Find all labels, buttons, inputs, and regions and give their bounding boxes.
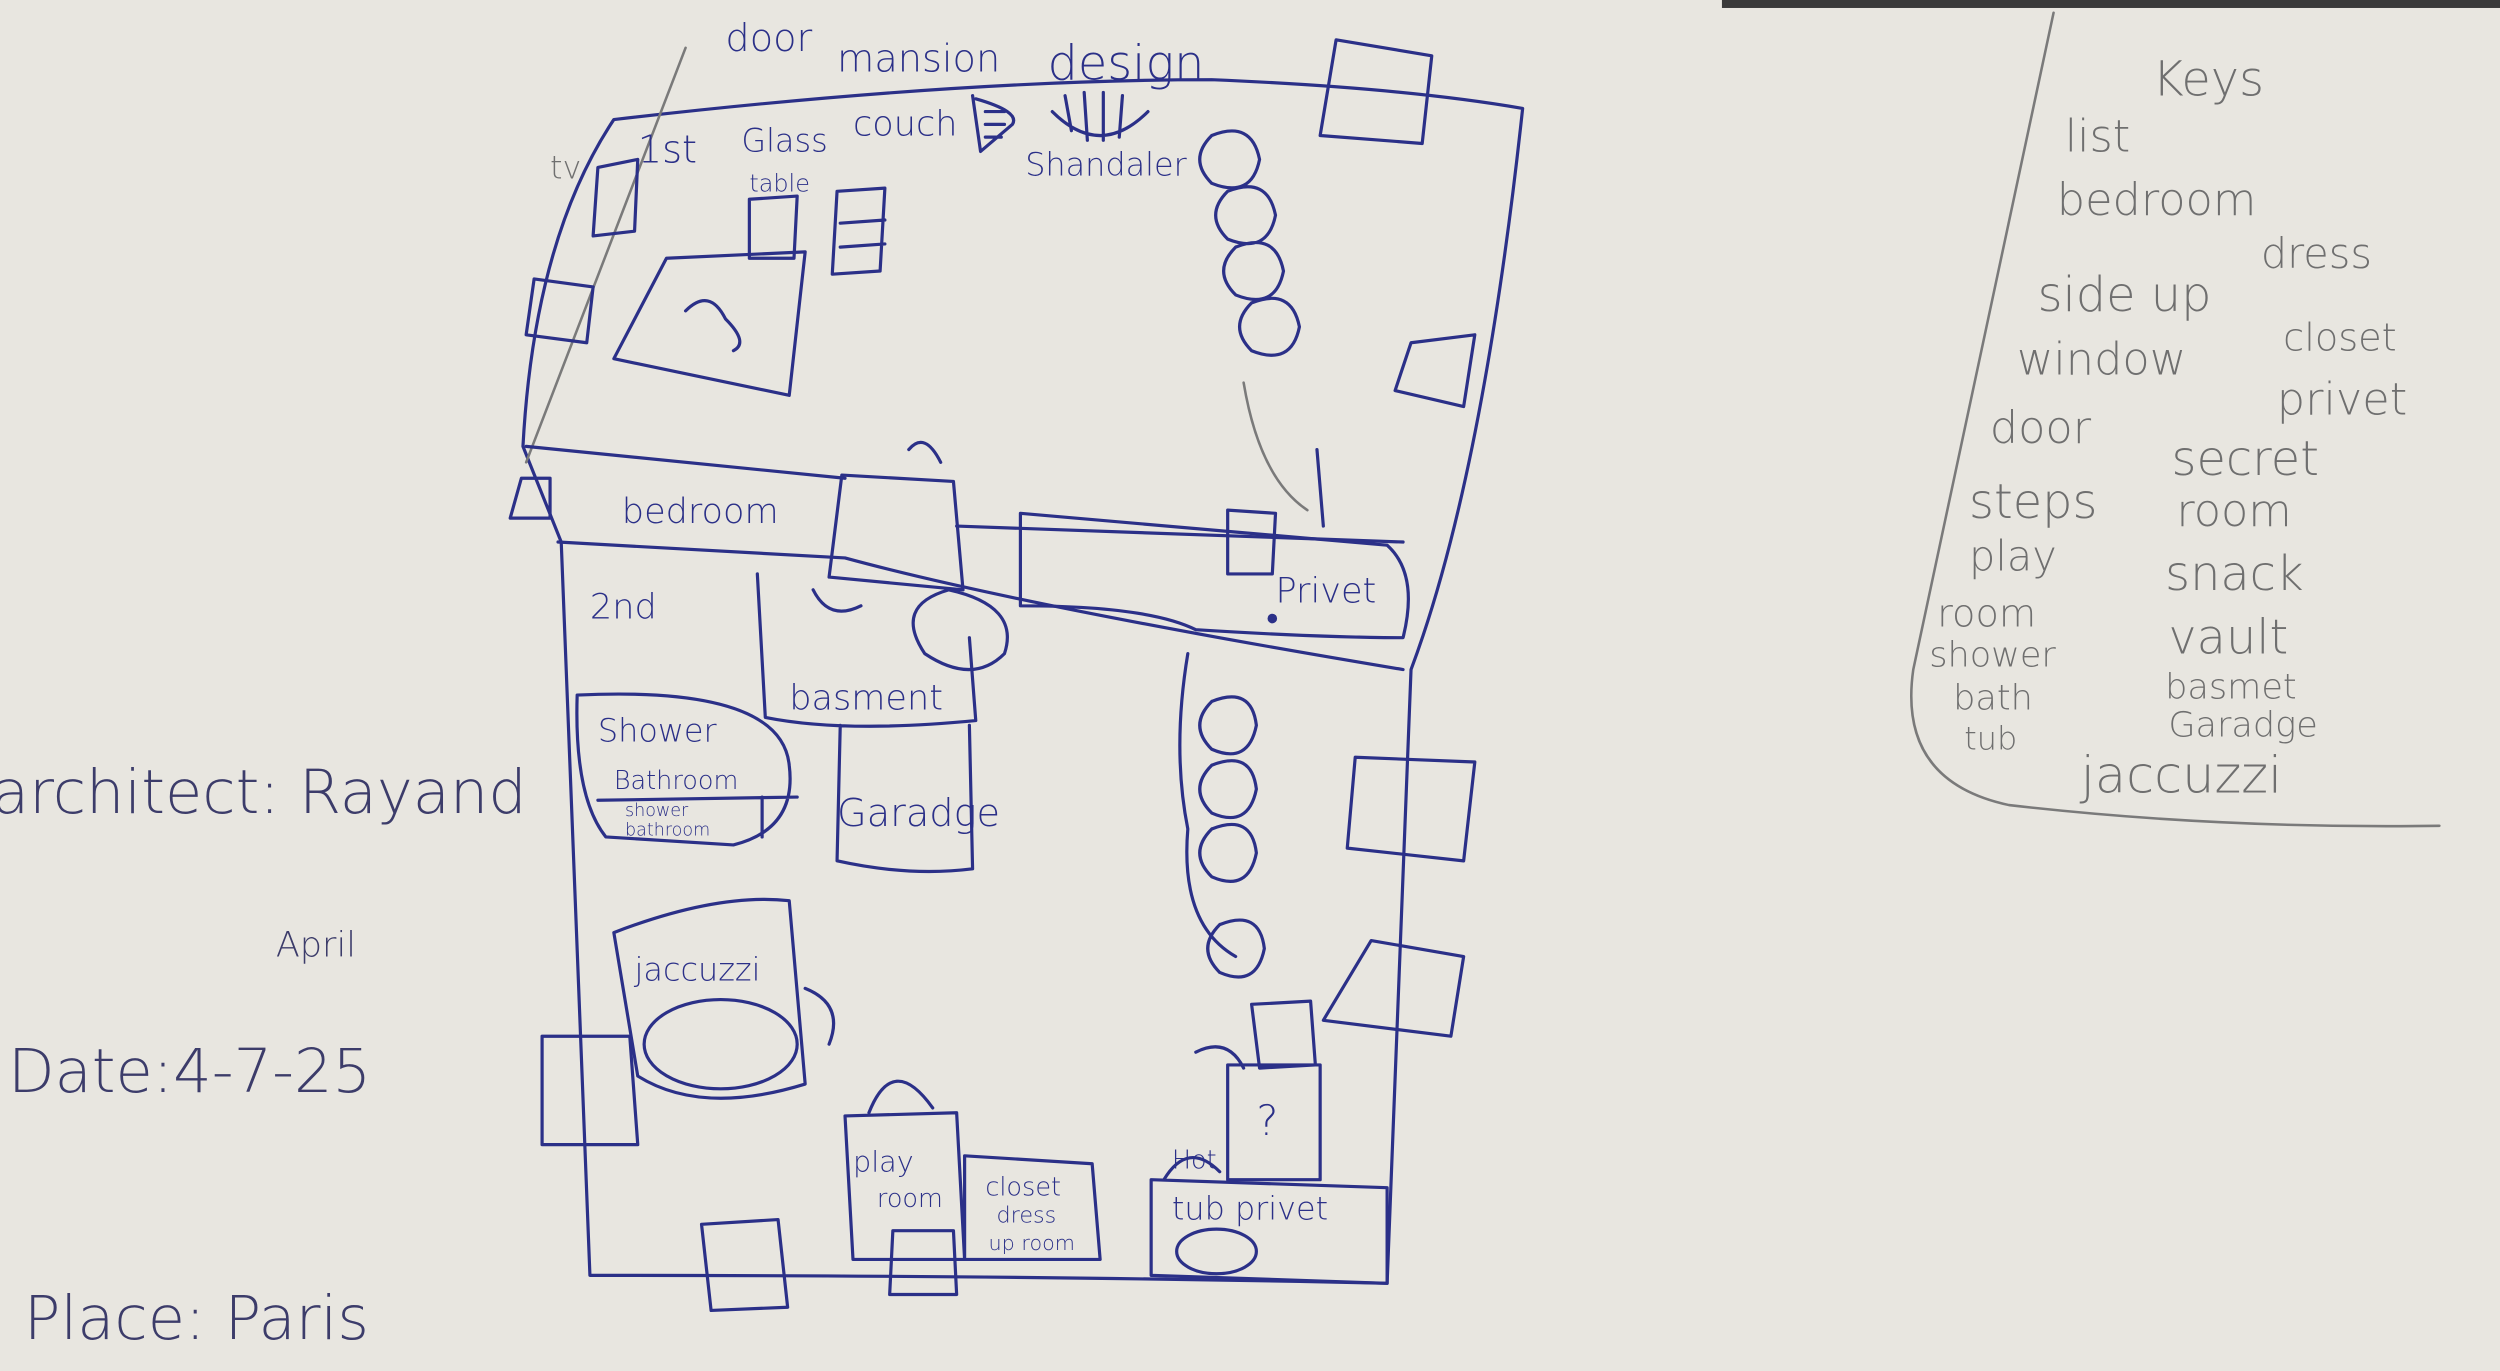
- label-privet-top: Privet: [1276, 571, 1377, 612]
- key-item: basmet: [2165, 666, 2296, 707]
- plan-title-mansion: mansion: [837, 37, 1000, 82]
- place-label: Place: Paris: [24, 1284, 369, 1354]
- label-table: table: [749, 169, 810, 197]
- key-item: door: [1990, 402, 2092, 454]
- label-bathroom: Bathroom: [614, 766, 738, 796]
- label-play: play: [853, 1145, 914, 1179]
- first-floor-furniture: [591, 90, 1309, 512]
- key-item: side up: [2038, 268, 2212, 323]
- key-item: bedroom: [2057, 174, 2257, 226]
- key-item: tub: [1964, 719, 2017, 757]
- key-item: bath: [1953, 677, 2033, 718]
- label-tv: tv: [550, 149, 581, 187]
- label-bathroom-small: bathroom: [625, 820, 710, 840]
- key-box-border: [1910, 11, 2441, 828]
- key-item: jaccuzzi: [2080, 746, 2283, 805]
- label-secret-room-question: ?: [1256, 1097, 1278, 1145]
- label-basement: basment: [789, 677, 943, 718]
- date-label: Date:4-7-25: [8, 1037, 371, 1107]
- date-month: April: [276, 925, 356, 966]
- key-item: shower: [1929, 634, 2056, 675]
- windows: [508, 38, 1477, 1313]
- label-hot: Hot: [1172, 1146, 1217, 1176]
- label-couch: couch: [853, 104, 957, 145]
- key-item: list: [2065, 110, 2131, 162]
- label-door: door: [725, 16, 812, 61]
- label-first-floor: 1st: [638, 128, 697, 173]
- label-glass: Glass: [741, 121, 827, 159]
- key-item: room: [1937, 592, 2036, 637]
- second-floor-rooms: [575, 440, 1410, 979]
- label-garage: Garadge: [837, 791, 1000, 836]
- key-item: privet: [2277, 373, 2407, 425]
- label-second-floor: 2nd: [590, 587, 657, 628]
- key-item: Garadge: [2168, 705, 2317, 746]
- ground-floor-rooms: [612, 897, 1389, 1285]
- architect-label: architect: Rayand: [0, 758, 527, 828]
- keys-title: Keys: [2152, 53, 2264, 108]
- keys-legend: Keys list bedroom side up window door st…: [1929, 53, 2407, 806]
- label-dress: dress: [996, 1203, 1056, 1229]
- label-shower: Shower: [598, 711, 718, 749]
- label-tub-privet: tub privet: [1172, 1190, 1328, 1228]
- label-shower-small: shower: [625, 801, 689, 821]
- key-item: vault: [2168, 611, 2288, 666]
- label-closet: closet: [985, 1173, 1061, 1203]
- plan-title-design: design: [1048, 37, 1205, 92]
- label-play-room: room: [877, 1184, 943, 1214]
- key-item: room: [2176, 485, 2291, 537]
- outer-walls: [521, 46, 1525, 1285]
- key-item: dress: [2261, 230, 2372, 278]
- key-item: play: [1969, 533, 2057, 581]
- label-jacuzzi: jaccuzzi: [634, 950, 761, 988]
- key-item: snack: [2165, 547, 2304, 602]
- key-item: window: [2017, 334, 2186, 386]
- key-item: closet: [2283, 316, 2397, 361]
- key-item: steps: [1969, 475, 2097, 530]
- label-chandelier: Shandaler: [1025, 145, 1187, 183]
- table-edge: [1721, 0, 2500, 8]
- label-bedroom: bedroom: [622, 491, 779, 532]
- label-up-room: up room: [989, 1231, 1075, 1255]
- key-item: secret: [2172, 432, 2319, 487]
